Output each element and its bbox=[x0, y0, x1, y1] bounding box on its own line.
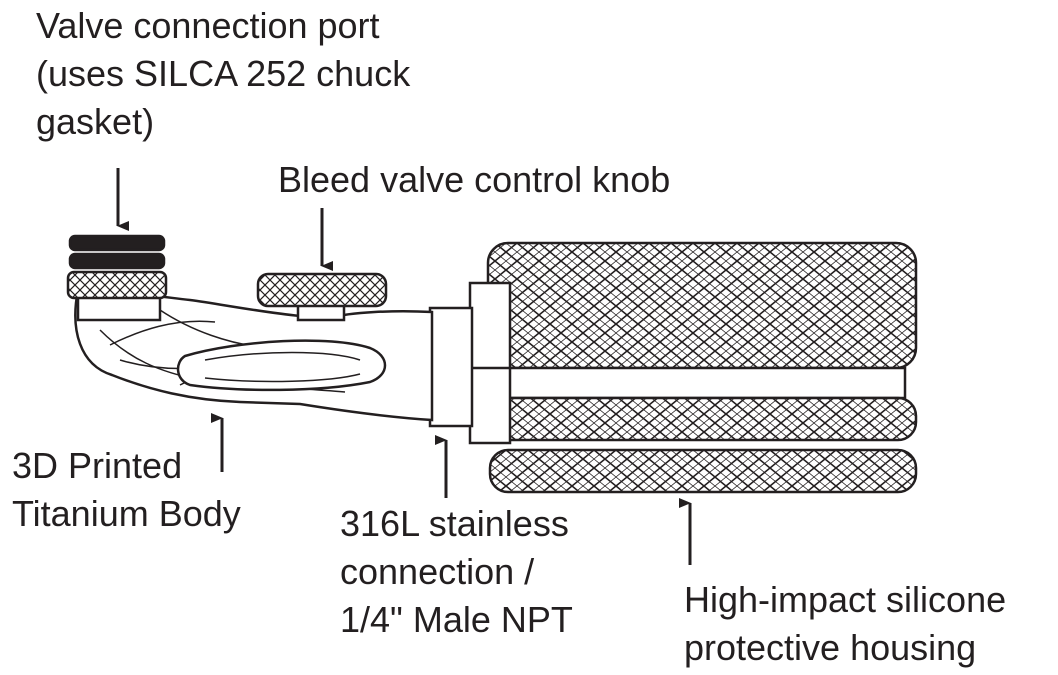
housing-middle-band bbox=[488, 396, 918, 442]
housing-upper-band bbox=[486, 241, 918, 370]
label-line: Valve connection port bbox=[36, 5, 380, 46]
label-line: connection / bbox=[340, 551, 535, 592]
label-line: Titanium Body bbox=[12, 493, 241, 534]
connection-flange bbox=[468, 281, 512, 445]
label-silicone-housing: High-impact silicone protective housing bbox=[684, 576, 1006, 672]
label-line: (uses SILCA 252 chuck bbox=[36, 53, 411, 94]
label-line: 3D Printed bbox=[12, 445, 183, 486]
callout-arrows bbox=[116, 168, 692, 565]
label-line: 1/4" Male NPT bbox=[340, 599, 573, 640]
label-line: 316L stainless bbox=[340, 503, 569, 544]
silicone-housing bbox=[486, 241, 918, 494]
body-lever bbox=[176, 339, 387, 392]
port-ring-lower bbox=[68, 252, 166, 270]
label-line: gasket) bbox=[36, 101, 155, 142]
label-bleed-knob: Bleed valve control knob bbox=[278, 156, 670, 204]
label-titanium-body: 3D Printed Titanium Body bbox=[12, 442, 241, 538]
valve-port bbox=[66, 234, 168, 322]
port-neck bbox=[76, 294, 162, 322]
housing-lower-band bbox=[488, 448, 918, 494]
label-line: protective housing bbox=[684, 627, 977, 668]
label-valve-port: Valve connection port (uses SILCA 252 ch… bbox=[36, 2, 410, 146]
label-line: Bleed valve control knob bbox=[278, 159, 671, 200]
bleed-knob bbox=[256, 272, 388, 322]
housing-gap bbox=[503, 366, 907, 400]
connection-hex bbox=[428, 306, 474, 428]
label-stainless-connection: 316L stainless connection / 1/4" Male NP… bbox=[340, 500, 573, 644]
stainless-connection bbox=[428, 281, 512, 445]
titanium-body bbox=[74, 288, 434, 422]
port-gasket bbox=[66, 270, 168, 300]
knob-body bbox=[256, 272, 388, 308]
label-line: High-impact silicone bbox=[684, 579, 1007, 620]
port-ring-upper bbox=[68, 234, 166, 252]
